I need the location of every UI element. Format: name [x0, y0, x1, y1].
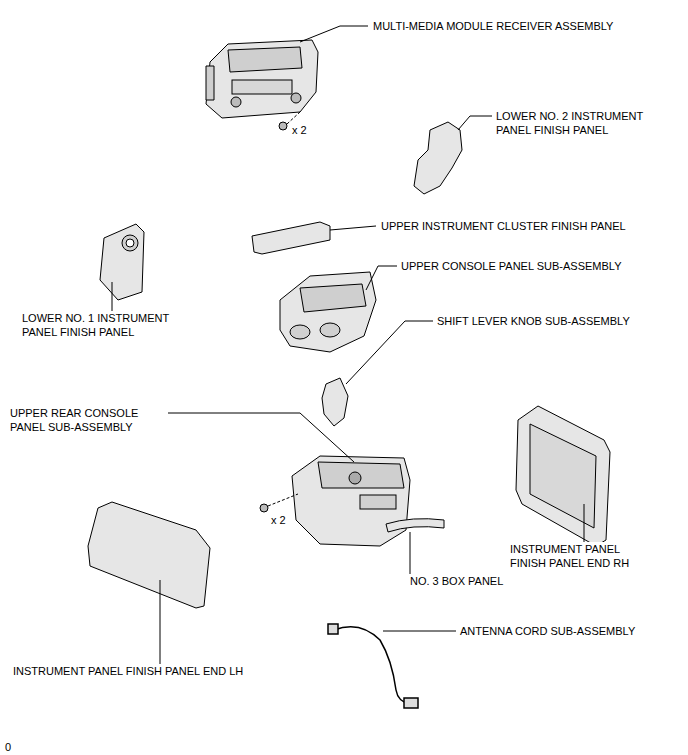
part-label: UPPER INSTRUMENT CLUSTER FINISH PANEL: [380, 219, 627, 233]
quantity-label: x 2: [291, 123, 308, 137]
quantity-label: x 2: [270, 513, 287, 527]
end-rh-part: [516, 406, 610, 546]
box-panel-part: [386, 519, 444, 532]
end-lh-part: [88, 502, 210, 608]
part-label: UPPER REAR CONSOLE PANEL SUB-ASSEMBLY: [9, 406, 151, 434]
part-label: MULTI-MEDIA MODULE RECEIVER ASSEMBLY: [372, 19, 614, 33]
figure-number: 0: [4, 740, 12, 754]
receiver-part: [206, 40, 318, 118]
upper-rear-console-part: [292, 456, 410, 546]
part-label: INSTRUMENT PANEL FINISH PANEL END RH: [509, 542, 651, 570]
part-label: INSTRUMENT PANEL FINISH PANEL END LH: [12, 664, 244, 678]
part-label: LOWER NO. 2 INSTRUMENT PANEL FINISH PANE…: [495, 109, 662, 137]
part-label: LOWER NO. 1 INSTRUMENT PANEL FINISH PANE…: [21, 311, 188, 339]
antenna-cord-part: [328, 624, 418, 708]
dashed-line: [268, 112, 300, 506]
upper-console-part: [280, 272, 376, 352]
lower-no1-panel-part: [100, 224, 144, 300]
part-label: NO. 3 BOX PANEL: [409, 574, 504, 588]
part-label: UPPER CONSOLE PANEL SUB-ASSEMBLY: [400, 259, 622, 273]
part-label: SHIFT LEVER KNOB SUB-ASSEMBLY: [436, 314, 631, 328]
part-label: ANTENNA CORD SUB-ASSEMBLY: [459, 624, 636, 638]
screw-symbol: [260, 122, 287, 512]
shift-knob-part: [322, 378, 348, 426]
cluster-finish-panel-part: [252, 222, 330, 254]
lower-no2-panel-part: [414, 122, 462, 194]
